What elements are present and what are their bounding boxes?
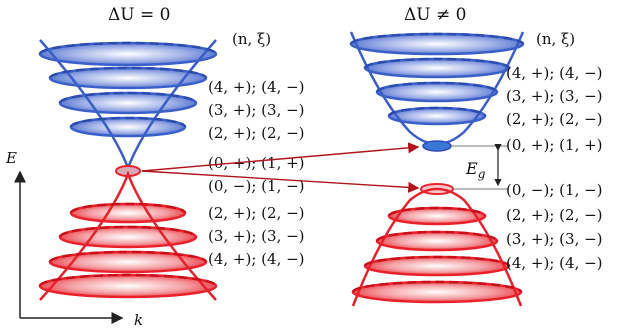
right-conduction-band [349, 31, 525, 152]
left-upper-label: (4, +); (4, −) [208, 78, 305, 96]
axes: E k [5, 149, 143, 329]
left-lower-label: (3, +); (3, −) [208, 227, 305, 245]
right-title: ΔU ≠ 0 [404, 5, 466, 25]
energy-axis-label: E [5, 149, 17, 167]
left-header: (n, ξ) [232, 30, 271, 48]
left-valence-band [38, 170, 218, 301]
left-upper-label: (2, +); (2, −) [208, 124, 305, 142]
right-lower-label: (2, +); (2, −) [506, 206, 603, 224]
right-conduction-edge [422, 140, 452, 152]
right-upper-label: (3, +); (3, −) [506, 87, 603, 105]
right-lower-label: (4, +); (4, −) [506, 254, 603, 272]
arrow-to-conduction-edge [141, 142, 420, 172]
right-upper-label: (4, +); (4, −) [506, 64, 603, 82]
right-upper-label: (0, +); (1, +) [506, 136, 603, 154]
left-middle-label: (0, +); (1, +) [208, 154, 305, 172]
left-lower-label: (2, +); (2, −) [208, 204, 305, 222]
right-conduction-level-3 [363, 57, 511, 79]
right-valence-band [351, 183, 523, 307]
right-valence-level-3 [363, 255, 511, 277]
left-upper-label: (3, +); (3, −) [208, 101, 305, 119]
right-lower-label: (3, +); (3, −) [506, 230, 603, 248]
gap-indicator: Eg [451, 144, 508, 190]
left-lower-label: (4, +); (4, −) [208, 250, 305, 268]
gap-label: Eg [465, 159, 486, 181]
right-lower-label: (0, −); (1, −) [506, 181, 603, 199]
left-panel: ΔU = 0 (n, ξ) (4, +); (4, −) (3, +); (3,… [38, 5, 305, 301]
momentum-axis-label: k [134, 311, 143, 329]
right-header: (n, ξ) [536, 30, 575, 48]
right-panel: Eg ΔU ≠ 0 (n, ξ) (4, +); (4, −) (3, +); … [349, 5, 603, 307]
right-upper-label: (2, +); (2, −) [506, 110, 603, 128]
left-title: ΔU = 0 [108, 5, 170, 25]
left-middle-label: (0, −); (1, −) [208, 177, 305, 195]
left-conduction-band [38, 39, 218, 172]
transition-arrows [141, 142, 420, 193]
arrow-to-valence-edge [141, 170, 420, 193]
